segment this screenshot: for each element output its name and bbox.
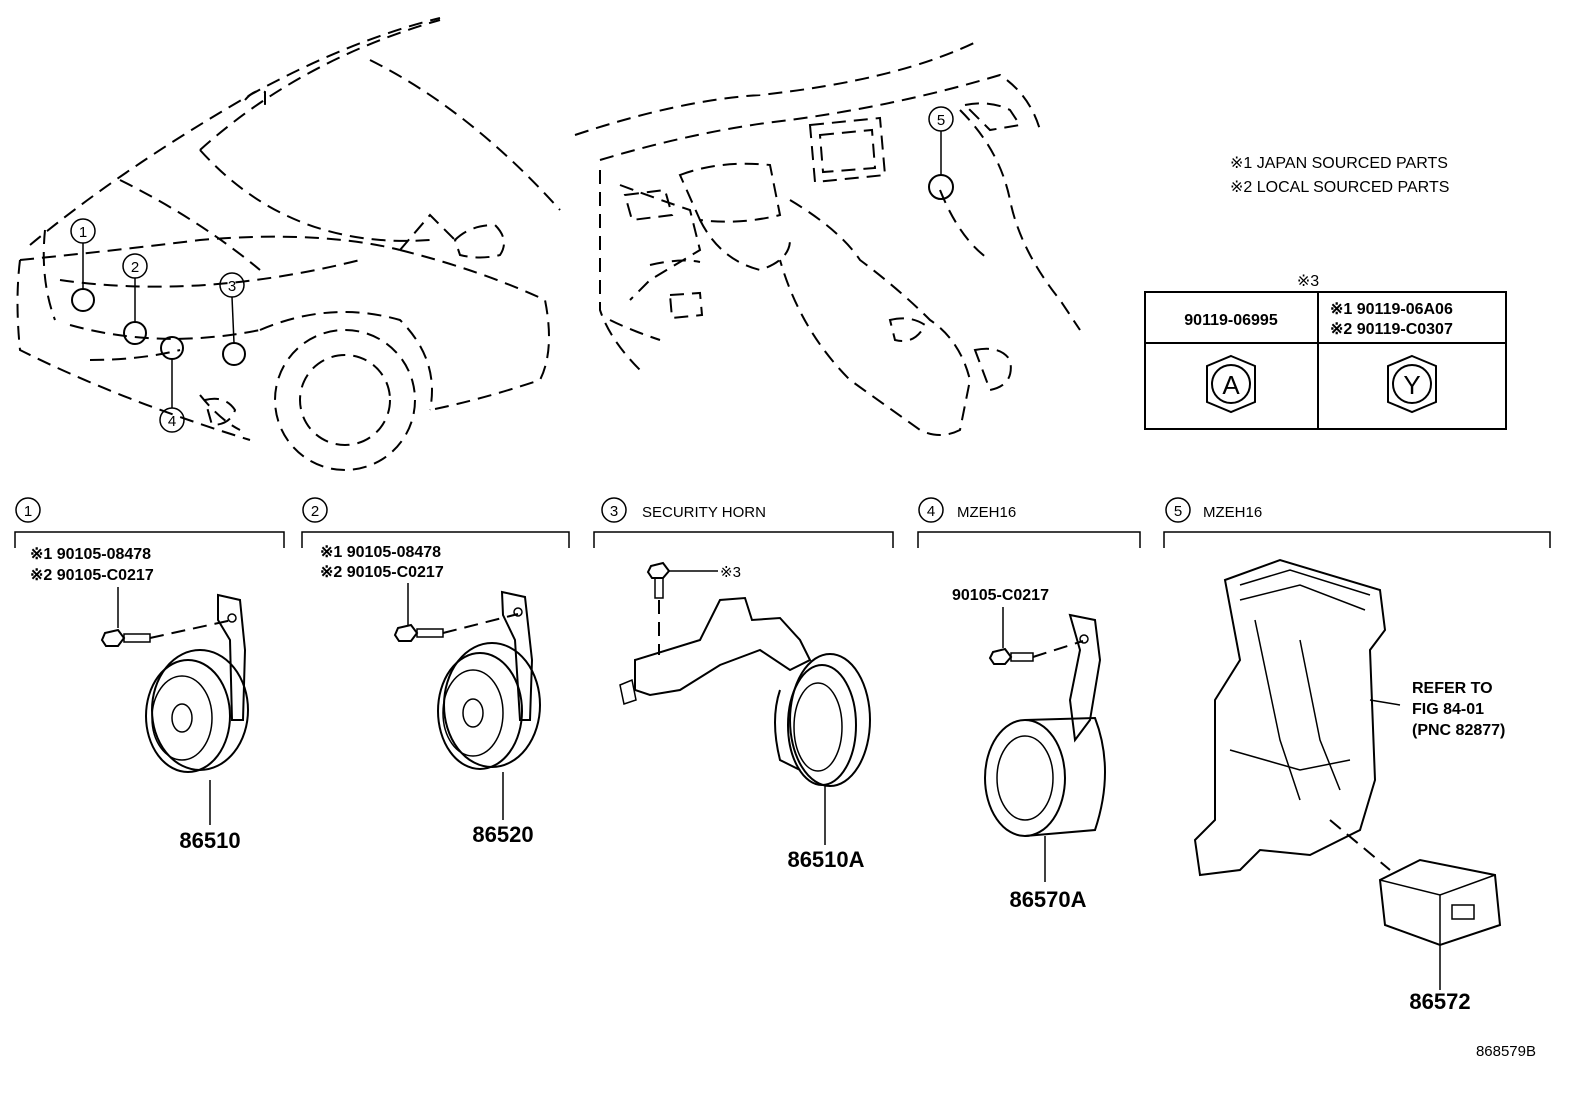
section-2-bolt-line2: ※2 90105-C0217 — [320, 564, 444, 581]
section-4-header: 4 MZEH16 — [917, 497, 1141, 548]
hex-y-symbol: Y — [1403, 370, 1420, 400]
bolt-icon — [988, 647, 1034, 665]
vehicle-front-illustration — [16, 17, 561, 471]
part-86510a-label: 86510A — [787, 847, 864, 872]
callout-3-label: 3 — [228, 278, 236, 295]
section-5-title: MZEH16 — [1203, 504, 1262, 521]
security-horn-86510a-drawing: ※3 — [619, 561, 871, 845]
note-local-sourced: ※2 LOCAL SOURCED PARTS — [1230, 179, 1449, 196]
fastener-table: ※3 90119-06995 ※1 90119-06A06 ※2 90119-C… — [1144, 273, 1507, 430]
section-1-bolt-line1: ※1 90105-08478 — [30, 546, 151, 563]
refer-line2: FIG 84-01 — [1412, 701, 1484, 718]
locator-marker-dash — [928, 106, 954, 200]
section-4-bolt: 90105-C0217 — [952, 587, 1049, 604]
table-col2-line1: ※1 90119-06A06 — [1330, 301, 1453, 318]
part-86570a-label: 86570A — [1009, 887, 1086, 912]
svg-text:1: 1 — [24, 503, 32, 520]
hex-nut-a-icon — [1206, 354, 1256, 414]
bolt-icon — [393, 623, 444, 642]
table-col1-part: 90119-06995 — [1184, 312, 1278, 329]
bolt-icon — [100, 628, 151, 647]
svg-text:3: 3 — [610, 503, 618, 520]
refer-line1: REFER TO — [1412, 680, 1493, 697]
section-2-header: 2 — [301, 497, 570, 548]
section-1-header: 1 — [14, 497, 285, 548]
module-bracket-drawing — [1193, 558, 1502, 990]
svg-text:5: 5 — [1174, 503, 1182, 520]
callout-2-label: 2 — [131, 259, 139, 276]
figure-code: 868579B — [1476, 1043, 1536, 1060]
part-86572-label: 86572 — [1409, 989, 1470, 1014]
refer-line3: (PNC 82877) — [1412, 722, 1505, 739]
speaker-86570a-drawing: 90105-C0217 — [952, 587, 1106, 882]
locator-markers-car — [70, 218, 246, 433]
section-4-title: MZEH16 — [957, 504, 1016, 521]
hex-nut-y-icon — [1387, 354, 1437, 414]
callout-5-label: 5 — [937, 112, 945, 129]
part-86520-label: 86520 — [472, 822, 533, 847]
section-2-bolt-line1: ※1 90105-08478 — [320, 544, 441, 561]
section-5-header: 5 MZEH16 — [1163, 497, 1551, 548]
section-3-header: 3 SECURITY HORN — [593, 497, 894, 548]
hex-a-symbol: A — [1222, 370, 1240, 400]
horn-86510-drawing: ※1 90105-08478 ※2 90105-C0217 — [30, 546, 249, 825]
bolt-icon — [646, 561, 671, 599]
svg-text:2: 2 — [311, 503, 319, 520]
callout-1-label: 1 — [79, 224, 87, 241]
section-3-title: SECURITY HORN — [642, 504, 766, 521]
table-col2-line2: ※2 90119-C0307 — [1330, 321, 1453, 338]
callout-4-label: 4 — [168, 413, 176, 430]
part-86510-label: 86510 — [179, 828, 240, 853]
table-title: ※3 — [1297, 273, 1319, 290]
note-japan-sourced: ※1 JAPAN SOURCED PARTS — [1230, 155, 1448, 172]
dashboard-illustration — [574, 39, 1081, 436]
svg-text:4: 4 — [927, 503, 935, 520]
horn-86520-drawing: ※1 90105-08478 ※2 90105-C0217 — [320, 544, 541, 820]
section-3-bolt-ref: ※3 — [720, 564, 741, 581]
section-1-bolt-line2: ※2 90105-C0217 — [30, 567, 154, 584]
